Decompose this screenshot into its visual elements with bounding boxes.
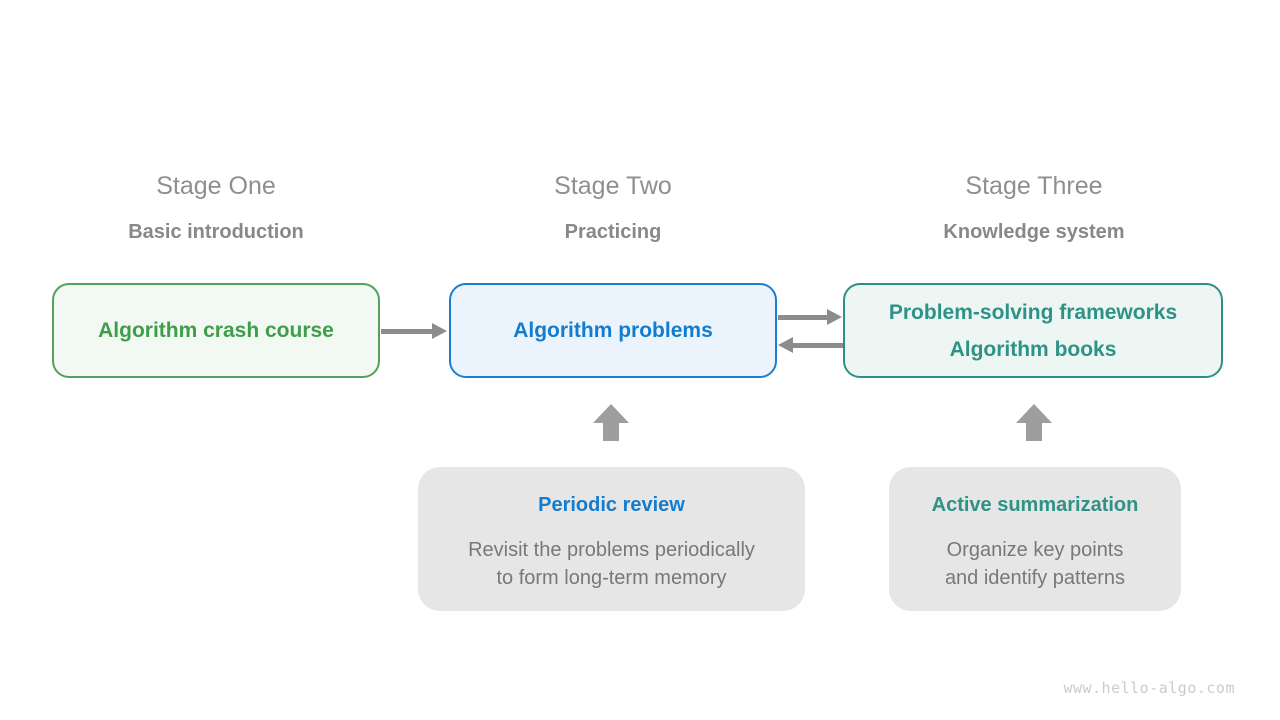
arrow-stage1-to-stage2-shaft <box>381 329 433 334</box>
note-description-line: and identify patterns <box>944 567 1126 589</box>
up-arrow-periodic-review-icon <box>593 404 629 441</box>
stage-one-title: Stage One <box>156 172 276 200</box>
box-algorithm-crash-course-label: Algorithm crash course <box>98 319 334 342</box>
note-periodic-review-title: Periodic review <box>538 494 685 516</box>
watermark: www.hello-algo.com <box>1063 679 1235 697</box>
box-algorithm-problems: Algorithm problems <box>449 283 777 378</box>
stage-two-subtitle: Practicing <box>564 221 662 243</box>
box-knowledge-system-label-line2: Algorithm books <box>949 337 1117 361</box>
stage-two-title: Stage Two <box>554 172 672 200</box>
box-knowledge-system: Problem-solving frameworks Algorithm boo… <box>843 283 1223 378</box>
box-algorithm-problems-label: Algorithm problems <box>513 319 713 342</box>
stage-three-subtitle: Knowledge system <box>943 221 1125 243</box>
up-arrow-head <box>1016 404 1052 423</box>
note-active-summarization-description: Organize key points and identify pattern… <box>889 536 1181 592</box>
note-description-line: to form long-term memory <box>496 567 727 589</box>
arrow-stage3-to-stage2-shaft <box>793 343 843 348</box>
note-description-line: Revisit the problems periodically <box>468 539 755 561</box>
note-active-summarization: Active summarization Organize key points… <box>889 467 1181 611</box>
up-arrow-stem <box>603 423 619 441</box>
note-description-line: Organize key points <box>946 539 1124 561</box>
arrow-stage1-to-stage2-head-icon <box>432 323 447 339</box>
note-active-summarization-title: Active summarization <box>931 494 1139 516</box>
note-periodic-review-description: Revisit the problems periodically to for… <box>418 536 805 592</box>
note-periodic-review: Periodic review Revisit the problems per… <box>418 467 805 611</box>
arrow-stage2-to-stage3-shaft <box>778 315 828 320</box>
up-arrow-head <box>593 404 629 423</box>
box-algorithm-crash-course: Algorithm crash course <box>52 283 380 378</box>
arrow-stage3-to-stage2-head-icon <box>778 337 793 353</box>
arrow-stage2-to-stage3-head-icon <box>827 309 842 325</box>
box-knowledge-system-label-line1: Problem-solving frameworks <box>888 300 1178 324</box>
stage-one-subtitle: Basic introduction <box>128 221 304 243</box>
up-arrow-active-summarization-icon <box>1016 404 1052 441</box>
up-arrow-stem <box>1026 423 1042 441</box>
stage-three-title: Stage Three <box>965 172 1103 200</box>
